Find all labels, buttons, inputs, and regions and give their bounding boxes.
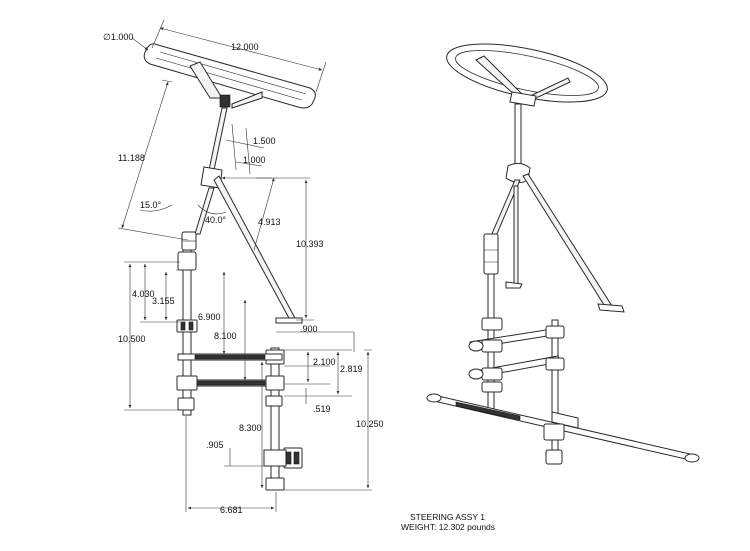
dim-10500: 10.500 <box>118 334 146 344</box>
steering-wheel-iso <box>446 43 608 107</box>
dim-angle-40: 40.0° <box>205 215 227 225</box>
dim-6681: 6.681 <box>220 505 243 515</box>
steering-column-upper <box>181 107 303 324</box>
dim-900: .900 <box>300 324 318 334</box>
dim-905: .905 <box>206 440 224 450</box>
dim-3155: 3.155 <box>152 296 175 306</box>
dim-2819: 2.819 <box>340 364 363 374</box>
dim-angle-15: 15.0° <box>140 200 162 210</box>
assembly-weight: WEIGHT: 12.302 pounds <box>401 522 495 532</box>
tie-rod-iso <box>426 393 700 465</box>
assembly-title: STEERING ASSY 1 <box>410 512 485 522</box>
dim-2100: 2.100 <box>313 357 336 367</box>
dimension-lines <box>117 19 372 512</box>
dim-4913: 4.913 <box>258 217 281 227</box>
dim-6900: 6.900 <box>198 312 221 322</box>
dimension-labels: ∅1.000 12.000 11.188 1.500 1.000 15.0° 4… <box>103 32 384 515</box>
dimensioned-view: ∅1.000 12.000 11.188 1.500 1.000 15.0° 4… <box>103 19 384 515</box>
dim-4030: 4.030 <box>132 289 155 299</box>
dim-1000: 1.000 <box>243 155 266 165</box>
dim-8100: 8.100 <box>214 331 237 341</box>
dim-wheel-width: 12.000 <box>231 42 259 52</box>
title-block: STEERING ASSY 1 WEIGHT: 12.302 pounds <box>401 512 495 532</box>
lower-column-assembly <box>176 249 303 491</box>
dim-519: .519 <box>313 404 331 414</box>
dim-10393: 10.393 <box>296 239 324 249</box>
steering-wheel-left <box>143 43 316 109</box>
dim-wheel-diameter: ∅1.000 <box>103 32 133 42</box>
dim-1500: 1.500 <box>253 136 276 146</box>
dim-column-length: 11.188 <box>118 153 145 163</box>
linkage-iso <box>468 317 565 461</box>
isometric-view <box>426 43 700 465</box>
dim-8300: 8.300 <box>239 423 262 433</box>
dim-10250: 10.250 <box>356 419 384 429</box>
